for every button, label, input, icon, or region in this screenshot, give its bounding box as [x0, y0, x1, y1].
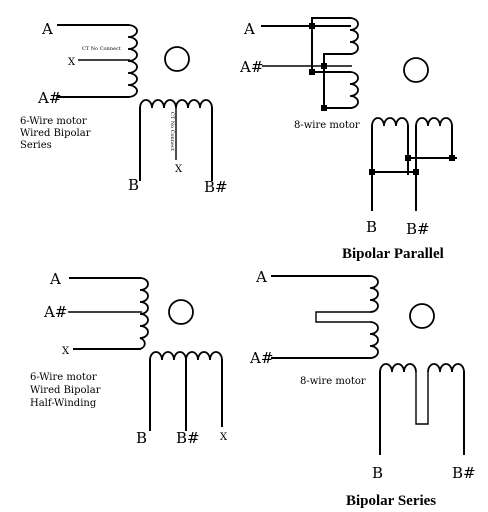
label-b: B — [128, 176, 139, 194]
rotor-circle — [403, 57, 429, 83]
ct-label-bottom: CT No Connect — [169, 112, 175, 151]
label-a-bar: A# — [43, 303, 67, 321]
coil-a1 — [349, 17, 359, 55]
junction-dot — [449, 155, 455, 161]
diagram-8wire-bipolar-series: A A# 8-wire motor B B# Bipolar Series — [249, 268, 476, 509]
junction-dot — [321, 105, 327, 111]
label-b: B — [366, 218, 377, 236]
coil-b2 — [415, 117, 453, 127]
label-b: B — [372, 464, 383, 482]
rotor-circle — [409, 303, 435, 329]
junction-dot — [405, 155, 411, 161]
label-a: A — [243, 20, 255, 38]
label-x2: X — [175, 164, 183, 175]
label-a-bar: A# — [37, 89, 61, 107]
desc-line-2: Wired Bipolar — [20, 128, 91, 139]
rotor-circle — [168, 299, 194, 325]
diagram-title: Bipolar Series — [346, 493, 436, 509]
label-a: A — [49, 270, 61, 288]
coil-b2 — [427, 363, 465, 373]
motor-label: 8-wire motor — [294, 120, 360, 131]
junction-dot — [321, 63, 327, 69]
coil-a1 — [369, 275, 379, 313]
ct-label-top: CT No Connect — [82, 46, 121, 52]
junction-dot — [309, 23, 315, 29]
rotor-circle — [164, 46, 190, 72]
label-a: A — [255, 268, 267, 286]
junction-dot — [369, 169, 375, 175]
label-b-bar: B# — [406, 220, 430, 238]
label-x: X — [62, 346, 70, 357]
label-b-bar: B# — [176, 429, 200, 447]
label-a-bar: A# — [249, 349, 273, 367]
junction-dot — [413, 169, 419, 175]
label-b: B — [136, 429, 147, 447]
label-x: X — [68, 57, 76, 68]
coil-b — [139, 99, 213, 109]
label-b-bar: B# — [452, 464, 476, 482]
coil-b1 — [379, 363, 417, 373]
diagram-6wire-bipolar-half-winding: A A# X 6-Wire motor Wired Bipolar Half-W… — [30, 270, 228, 447]
diagram-title: Bipolar Parallel — [342, 246, 444, 262]
coil-a — [127, 24, 138, 98]
series-jumper-a — [315, 311, 370, 323]
label-b-bar: B# — [204, 178, 228, 196]
coil-a2 — [349, 71, 359, 109]
diagram-6wire-bipolar-series: A X A# CT No Connect 6-Wire motor Wired … — [20, 20, 228, 196]
label-x2: X — [220, 432, 228, 443]
desc-line-2: Wired Bipolar — [30, 385, 101, 396]
diagram-8wire-bipolar-parallel: A A# 8-wire motor B B — [239, 17, 457, 262]
desc-line-3: Half-Winding — [30, 398, 97, 409]
coil-a2 — [369, 321, 379, 359]
desc-line-1: 6-Wire motor — [30, 372, 97, 383]
desc-line-1: 6-Wire motor — [20, 116, 87, 127]
label-a-bar: A# — [239, 58, 263, 76]
desc-line-3: Series — [20, 140, 52, 151]
label-a: A — [41, 20, 53, 38]
coil-a — [139, 277, 149, 350]
series-jumper-b — [415, 372, 429, 425]
motor-label: 8-wire motor — [300, 376, 366, 387]
junction-dot — [309, 69, 315, 75]
coil-b — [149, 351, 223, 361]
coil-b1 — [371, 117, 409, 127]
